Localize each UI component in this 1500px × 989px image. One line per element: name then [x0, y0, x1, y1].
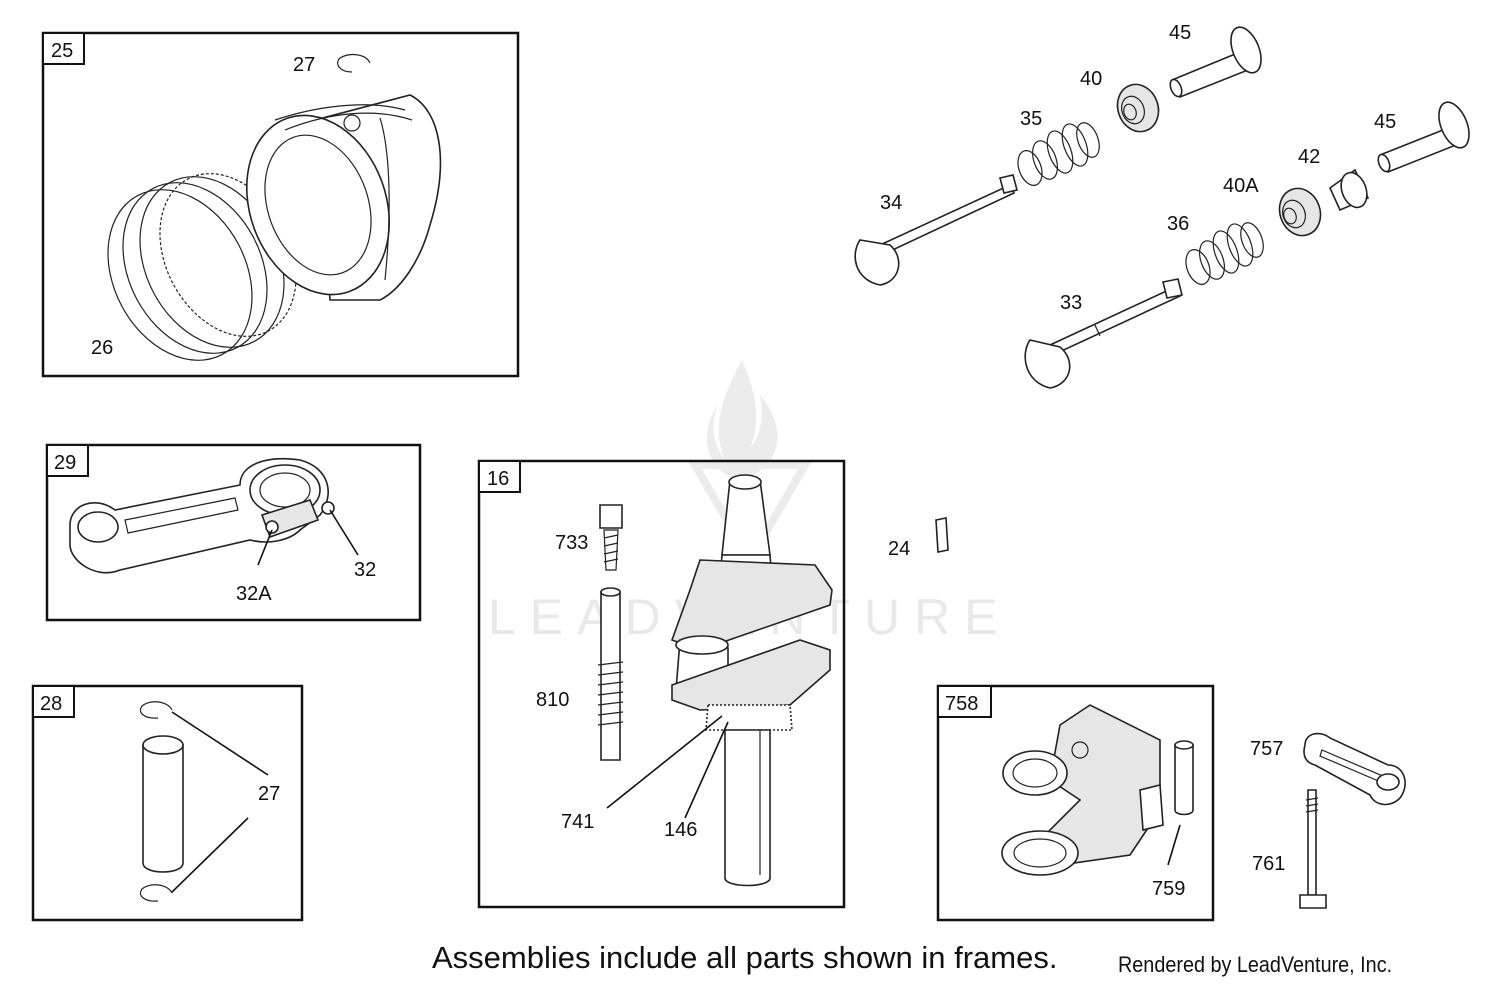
frame-16-label: 16: [487, 468, 509, 490]
retainer-clip-27-top: [337, 53, 371, 73]
wrist-pin: [142, 735, 184, 873]
spring-36: [1185, 222, 1264, 285]
callout-810: 810: [536, 689, 569, 711]
retainer-40a: [1278, 187, 1322, 237]
callout-733: 733: [555, 532, 588, 554]
governor-lever-757: [1303, 732, 1406, 806]
frame-29: 29: [45, 443, 422, 622]
callout-40: 40: [1080, 68, 1102, 90]
callout-32a: 32A: [236, 583, 272, 605]
callout-761: 761: [1252, 853, 1285, 875]
screw-761: [1299, 789, 1327, 909]
callout-33: 33: [1060, 292, 1082, 314]
retainer-clips-27: [139, 701, 173, 902]
callout-42: 42: [1298, 146, 1320, 168]
frame-25-label: 25: [51, 40, 73, 62]
callout-36: 36: [1167, 213, 1189, 235]
frame-758: 758: [936, 684, 1215, 922]
leader-32a: [257, 529, 273, 566]
callout-759: 759: [1152, 878, 1185, 900]
callout-45-right: 45: [1374, 111, 1396, 133]
leader-146: [684, 721, 729, 819]
callout-146: 146: [664, 819, 697, 841]
retainer-40: [1116, 83, 1160, 133]
callout-40a: 40A: [1223, 175, 1259, 197]
callout-27: 27: [293, 54, 315, 76]
footer-note: Assemblies include all parts shown in fr…: [432, 940, 1058, 975]
frame-16: 16: [477, 459, 846, 909]
callout-741: 741: [561, 811, 594, 833]
leader-741: [606, 715, 723, 809]
bolt-733: [599, 504, 623, 571]
callout-34: 34: [880, 192, 902, 214]
tappet-45-top: [1169, 26, 1262, 99]
connecting-rod: [69, 457, 335, 574]
leader-759: [1167, 824, 1181, 866]
valve-33: [1024, 278, 1183, 389]
leader-32: [329, 509, 359, 556]
stud-810: [597, 587, 624, 761]
callout-24: 24: [888, 538, 910, 560]
crankshaft: [670, 474, 833, 887]
callout-35: 35: [1020, 108, 1042, 130]
callout-757: 757: [1250, 738, 1283, 760]
frame-28-label: 28: [40, 693, 62, 715]
frame-25: 25: [41, 31, 520, 378]
pin-759: [1174, 740, 1194, 816]
callout-26: 26: [91, 337, 113, 359]
callout-45-top: 45: [1169, 22, 1191, 44]
watermark-logo: [688, 360, 812, 568]
callout-27-pin: 27: [258, 783, 280, 805]
frame-29-label: 29: [54, 452, 76, 474]
key-24: [935, 517, 949, 553]
frame-758-label: 758: [945, 693, 978, 715]
credit-line: Rendered by LeadVenture, Inc.: [1118, 952, 1393, 977]
valve-34: [854, 174, 1018, 286]
governor-bracket: [1001, 704, 1164, 876]
tappet-45-right: [1377, 101, 1470, 174]
callout-32: 32: [354, 559, 376, 581]
frame-28: 28: [31, 684, 304, 922]
collet-42: [1329, 168, 1370, 212]
spring-35: [1017, 122, 1100, 186]
leader-27-lower: [171, 817, 249, 893]
leader-27-upper: [171, 711, 269, 776]
piston: [245, 94, 442, 301]
